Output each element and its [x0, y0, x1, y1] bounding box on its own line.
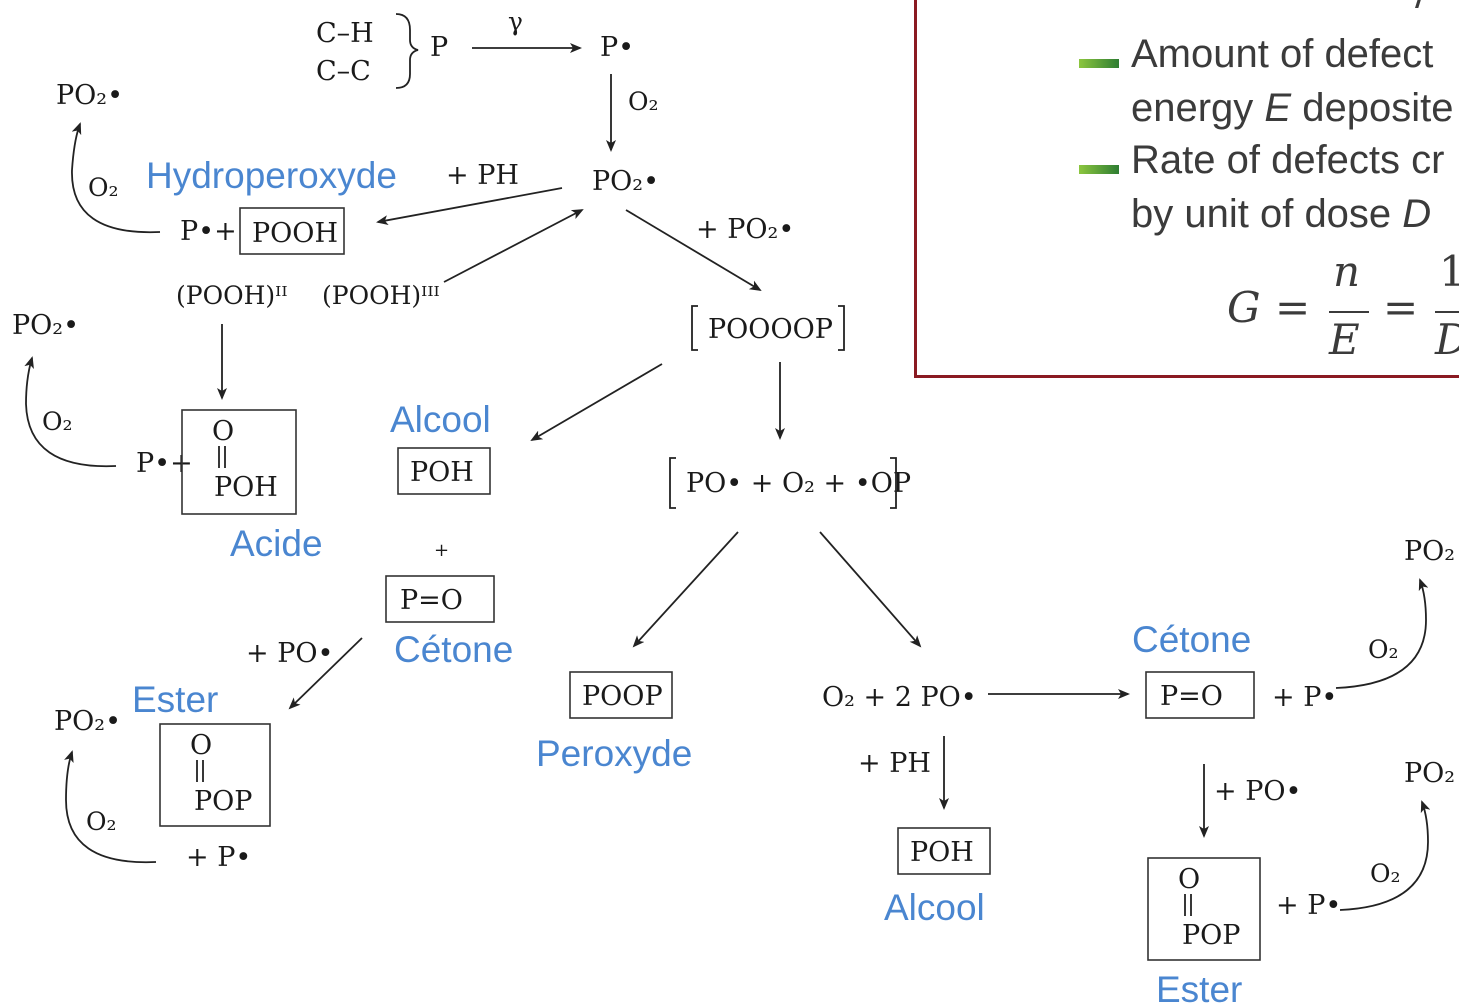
poh-right-formula: POH [910, 837, 974, 868]
o2-2po-formula: O₂ + 2 PO• [822, 682, 977, 713]
label-cetone-right: Cétone [1132, 619, 1251, 660]
p-radical-top: P• [600, 32, 634, 63]
po-radical-plus-right: + PO• [1214, 776, 1301, 807]
box-ketone-left [385, 575, 495, 623]
label-ester: Ester [132, 679, 218, 720]
label-hydroperoxyde: Hydroperoxyde [146, 155, 397, 196]
label-acide: Acide [230, 523, 323, 564]
label-ester-right: Ester [1156, 969, 1242, 1006]
o2-label-top: O₂ [628, 87, 659, 116]
pooh-iii-label: (POOH)ᴵᴵᴵ [322, 281, 440, 310]
bracket-right-po [890, 457, 897, 509]
ch-bond: C–H [316, 18, 374, 49]
po2-radical-center: PO₂• [592, 166, 659, 197]
label-alcool-right: Alcool [884, 887, 985, 928]
formula-equals-2: = [1383, 283, 1419, 332]
box-pooh [239, 207, 345, 255]
label-alcool: Alcool [390, 399, 491, 440]
ph-plus-label: + PH [446, 160, 519, 191]
bullet-2-line-1: Rate of defects cr [1131, 138, 1445, 182]
formula-numerator-1: 1 [1439, 247, 1459, 296]
ketone-left-formula: P=O [400, 585, 463, 616]
arrow-to-poooop [625, 209, 762, 292]
po2-radical-right2: PO₂• [1404, 758, 1459, 789]
arrow-cycle-bottomleft [64, 750, 157, 864]
bullet-1-line-2: energy E deposite [1131, 86, 1454, 130]
po2-radical-right1: PO₂• [1404, 536, 1459, 567]
arrow-cycle-midleft [24, 356, 117, 468]
arrow-to-pooh [376, 187, 563, 226]
po-radical-plus-left: + PO• [246, 638, 333, 669]
formula-fraction-bar-2 [1435, 311, 1459, 313]
ketone-right-formula: P=O [1160, 681, 1223, 712]
formula-numerator-n: n [1333, 247, 1361, 296]
o2-label-topleft: O₂ [88, 173, 119, 202]
arrow-to-alcool [530, 363, 663, 442]
arrow-pooh-iii-up [443, 209, 584, 283]
acide-poh: POH [214, 472, 278, 503]
bullet-marker-2 [1079, 165, 1119, 174]
po2-radical-midleft: PO₂• [12, 310, 79, 341]
p-radical-plus-acide: P•+ [136, 448, 193, 479]
ester-left-oxygen: O [190, 730, 212, 761]
pooh-formula: POOH [252, 218, 338, 249]
arrow-cycle-right1 [1335, 578, 1429, 689]
formula-g: G [1227, 283, 1261, 332]
box-poh-right [897, 827, 991, 875]
bracket-right-poooop [838, 305, 845, 351]
arrow-cycle-right2 [1339, 800, 1431, 911]
arrow-cycle-topleft [71, 122, 161, 234]
p-radical-plus-right2: + P• [1276, 890, 1341, 921]
info-top-fragment: / [1415, 0, 1429, 14]
gamma-label: γ [508, 7, 523, 36]
pooh-ii-label: (POOH)ᴵᴵ [176, 281, 288, 310]
o2-label-bottomleft: O₂ [86, 807, 117, 836]
poop-formula: POOP [582, 681, 663, 712]
acide-oxygen: O [212, 416, 234, 447]
plus-sign: + [434, 540, 449, 561]
p-radical-plus-bottomleft: + P• [186, 842, 251, 873]
po2-plus-label: + PO₂• [696, 214, 794, 245]
o2-label-midleft: O₂ [42, 407, 73, 436]
po2-radical-topleft: PO₂• [56, 80, 123, 111]
bullet-marker-1 [1079, 59, 1119, 68]
poooop-formula: POOOOP [708, 314, 833, 345]
cc-bond: C–C [316, 56, 371, 87]
box-poh [397, 447, 491, 495]
po2-radical-bottomleft: PO₂• [54, 706, 121, 737]
ph-plus-right: + PH [858, 748, 931, 779]
box-ester-left [159, 723, 271, 827]
formula-fraction-bar-1 [1329, 311, 1369, 313]
ester-right-pop: POP [1182, 920, 1240, 951]
arrow-to-o2-2po [819, 531, 922, 648]
o2-label-right2: O₂ [1370, 859, 1401, 888]
po-o2-op-formula: PO• + O₂ + •OP [686, 468, 911, 499]
box-acide [181, 409, 297, 515]
ester-left-pop: POP [194, 786, 252, 817]
arrow-to-peroxyde [632, 531, 739, 648]
p-radical-plus-right1: + P• [1272, 682, 1337, 713]
ester-right-oxygen: O [1178, 864, 1200, 895]
bond-brace [395, 13, 419, 89]
poh-formula: POH [410, 457, 474, 488]
box-poop [569, 671, 673, 719]
bracket-left-poooop [691, 305, 698, 351]
box-ketone-right [1145, 671, 1255, 719]
definition-box: / Amount of defect energy E deposite Rat… [914, 0, 1459, 378]
polymer-p: P [430, 32, 448, 63]
p-radical-plus: P•+ [180, 216, 237, 247]
label-peroxyde: Peroxyde [536, 733, 692, 774]
formula-denominator-e: E [1329, 315, 1360, 364]
bullet-2-line-2: by unit of dose D [1131, 192, 1432, 236]
bracket-left-po [669, 457, 676, 509]
formula-denominator-d: D [1435, 315, 1459, 364]
bullet-1-line-1: Amount of defect [1131, 32, 1434, 76]
o2-label-right1: O₂ [1368, 635, 1399, 664]
arrow-to-ester [288, 637, 363, 710]
box-ester-right [1147, 857, 1261, 961]
label-cetone: Cétone [394, 629, 513, 670]
formula-equals-1: = [1275, 283, 1311, 332]
